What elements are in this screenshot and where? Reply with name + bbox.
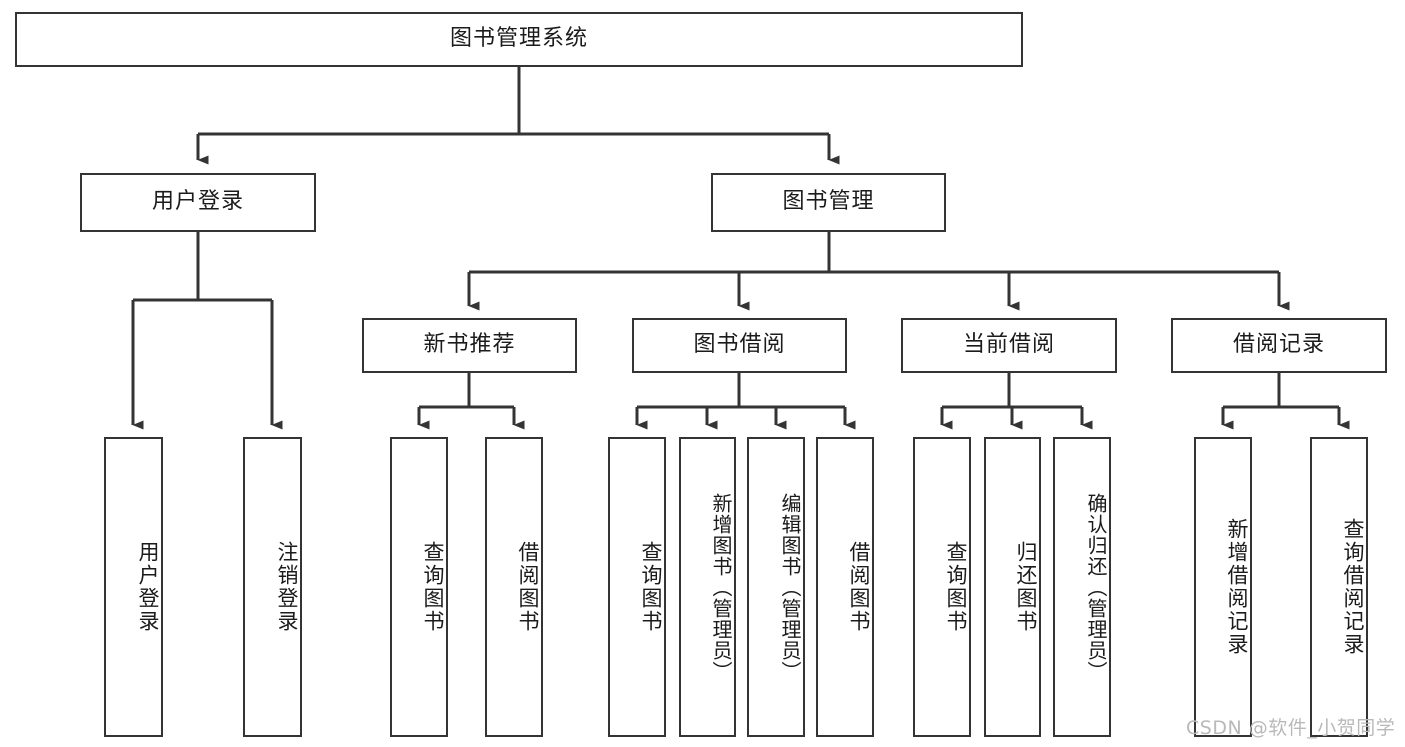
node-book-borrow[interactable]: 图书借阅 [632,318,847,373]
node-leaf-query-book-1[interactable]: 查询图书 [390,437,448,737]
node-leaf-user-login[interactable]: 用户登录 [104,437,163,737]
node-leaf-logout-label: 注销登录 [275,541,299,633]
node-new-book-rec-label: 新书推荐 [423,332,516,358]
node-book-manage[interactable]: 图书管理 [711,173,946,232]
node-leaf-add-record[interactable]: 新增借阅记录 [1194,437,1252,737]
node-user-login[interactable]: 用户登录 [80,173,316,232]
node-leaf-query-book-3[interactable]: 查询图书 [913,437,971,737]
node-leaf-borrow-book-1[interactable]: 借阅图书 [485,437,543,737]
node-current-borrow[interactable]: 当前借阅 [901,318,1117,373]
node-leaf-add-book[interactable]: 新增图书（管理员） [679,437,736,737]
node-leaf-edit-book[interactable]: 编辑图书（管理员） [747,437,805,737]
node-leaf-return-book-label: 归还图书 [1014,541,1038,633]
node-root[interactable]: 图书管理系统 [15,12,1023,67]
node-leaf-add-record-label: 新增借阅记录 [1225,518,1249,656]
node-leaf-add-book-label: 新增图书（管理员） [709,492,733,682]
node-borrow-record-label: 借阅记录 [1232,332,1325,358]
csdn-watermark: CSDN @软件_小贺同学 [1186,717,1396,739]
node-root-label: 图书管理系统 [449,26,588,52]
node-leaf-query-book-1-label: 查询图书 [421,541,445,633]
node-leaf-query-book-2-label: 查询图书 [639,541,663,633]
node-leaf-return-book[interactable]: 归还图书 [984,437,1041,737]
node-leaf-query-record-label: 查询借阅记录 [1341,518,1365,656]
node-leaf-borrow-book-2[interactable]: 借阅图书 [816,437,874,737]
node-leaf-logout[interactable]: 注销登录 [243,437,302,737]
node-current-borrow-label: 当前借阅 [962,332,1055,358]
node-leaf-edit-book-label: 编辑图书（管理员） [778,492,802,682]
node-leaf-user-login-label: 用户登录 [136,541,160,633]
node-book-manage-label: 图书管理 [782,189,875,215]
node-book-borrow-label: 图书借阅 [693,332,786,358]
node-leaf-query-book-2[interactable]: 查询图书 [608,437,666,737]
node-new-book-rec[interactable]: 新书推荐 [362,318,577,373]
node-leaf-borrow-book-2-label: 借阅图书 [847,541,871,633]
node-leaf-confirm-return-label: 确认归还（管理员） [1084,492,1108,682]
node-leaf-borrow-book-1-label: 借阅图书 [516,541,540,633]
node-borrow-record[interactable]: 借阅记录 [1171,318,1387,373]
node-leaf-query-record[interactable]: 查询借阅记录 [1310,437,1368,737]
node-leaf-query-book-3-label: 查询图书 [944,541,968,633]
node-user-login-label: 用户登录 [151,189,244,215]
node-leaf-confirm-return[interactable]: 确认归还（管理员） [1053,437,1111,737]
